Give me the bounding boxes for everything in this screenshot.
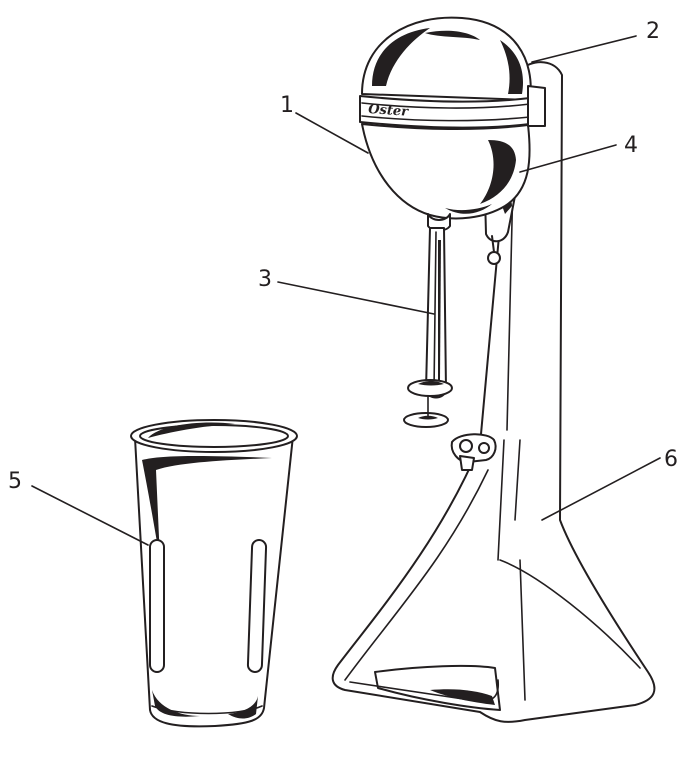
stand-column-line xyxy=(497,179,521,561)
mixing-cup xyxy=(130,419,298,728)
callout-leaders xyxy=(31,35,661,546)
cup-window-left xyxy=(149,539,165,673)
callout-1: 1 xyxy=(280,93,294,118)
leader-5 xyxy=(31,485,149,546)
drip-ring xyxy=(403,412,449,428)
callout-6: 6 xyxy=(664,447,678,472)
leader-3 xyxy=(277,281,435,315)
stand-body xyxy=(331,61,656,723)
motor-head: Oster xyxy=(359,16,546,220)
lower-highlight-bottom xyxy=(445,204,492,214)
callout-2: 2 xyxy=(646,19,660,44)
dome-highlight-left xyxy=(372,28,430,86)
brand-logo-text: Oster xyxy=(368,102,410,120)
leader-1 xyxy=(295,112,369,154)
cup-left-shadow xyxy=(142,455,272,560)
callout-numbers: 1 2 3 4 5 6 xyxy=(8,19,678,494)
dome-highlight-top xyxy=(425,30,480,40)
cup-rim-shadow xyxy=(148,422,235,438)
cup-rim-inner xyxy=(139,424,289,448)
dome-highlight-right xyxy=(500,40,524,94)
callout-4: 4 xyxy=(624,133,638,158)
callout-3: 3 xyxy=(258,267,272,292)
speed-switch xyxy=(450,433,497,471)
leader-2 xyxy=(531,35,637,63)
stand-recess-shadow xyxy=(430,689,495,705)
spindle-agitator xyxy=(403,213,453,428)
head-hinge xyxy=(527,85,546,127)
leader-4 xyxy=(519,144,617,173)
stand-base-recess xyxy=(374,664,501,711)
cup-window-right xyxy=(246,539,268,673)
callout-5: 5 xyxy=(8,469,22,494)
stand-base-inner xyxy=(344,469,641,702)
lower-highlight-right xyxy=(480,140,516,204)
leader-6 xyxy=(541,457,661,521)
